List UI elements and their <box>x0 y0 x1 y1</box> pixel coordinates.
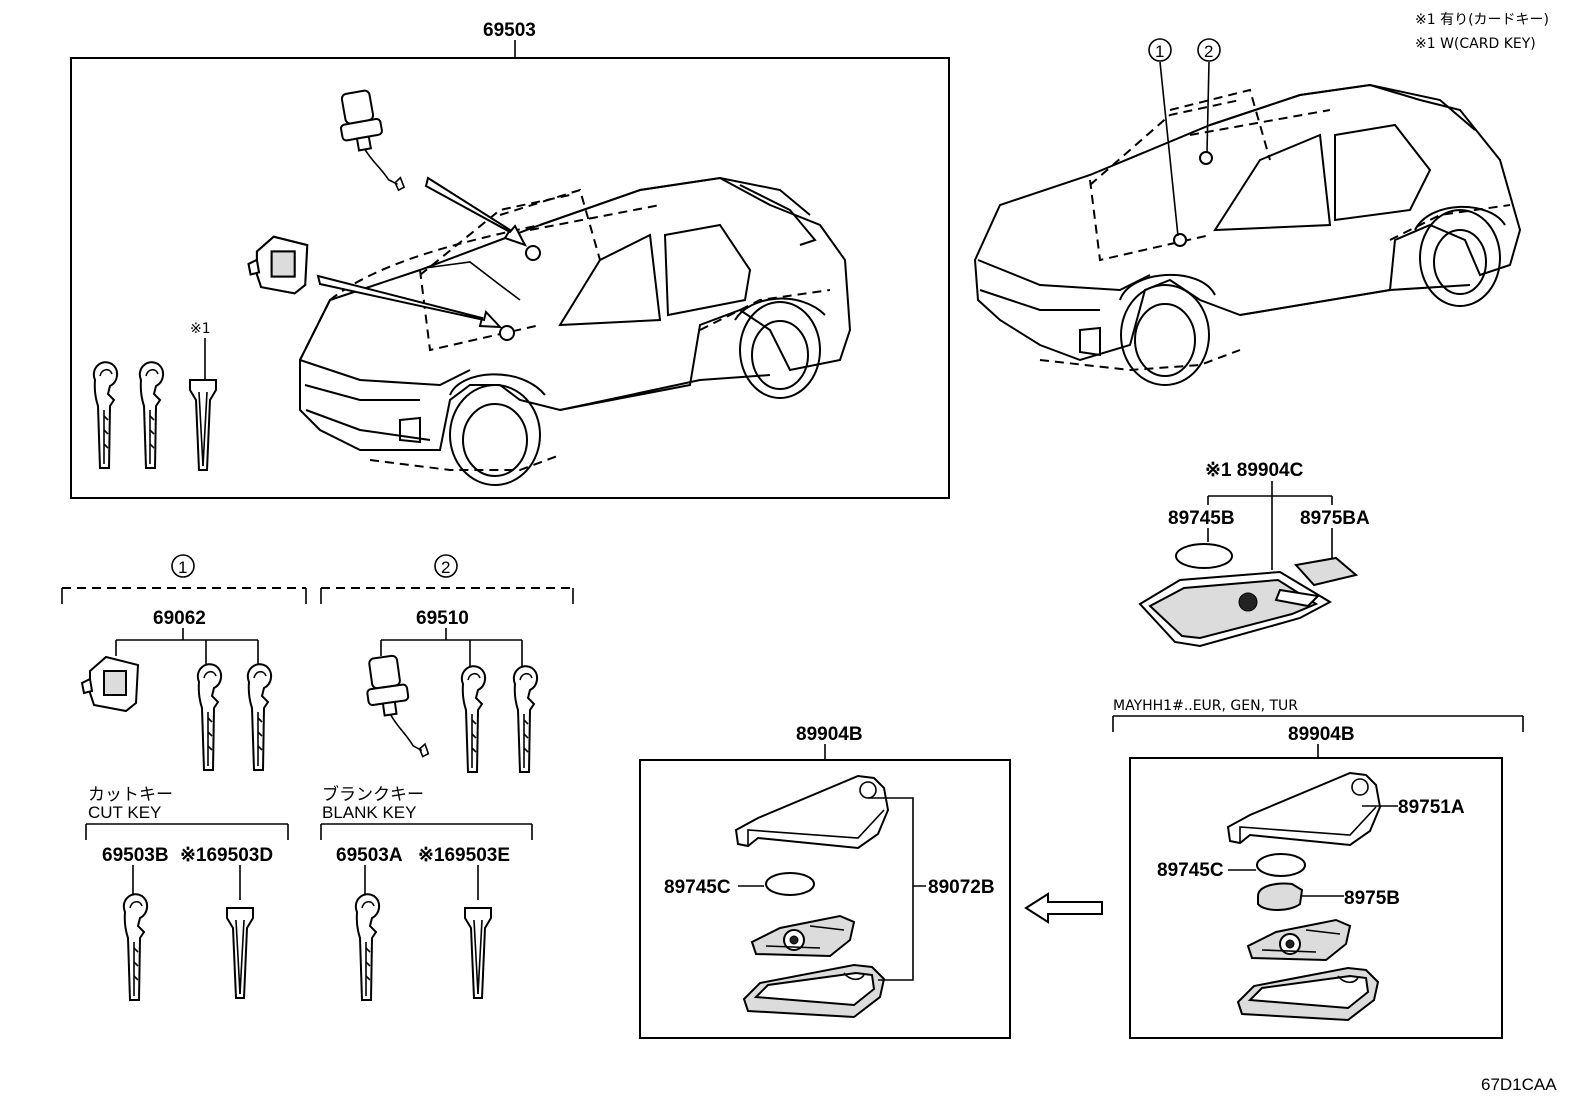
fob-right-number: 89904B <box>1288 724 1355 745</box>
card-key-blade <box>189 379 217 471</box>
note-en: ※1 W(CARD KEY) <box>1415 36 1536 52</box>
fob-left-battery <box>765 872 815 896</box>
fob-right-pad <box>1257 882 1304 911</box>
card-kit-battery: 89745B <box>1168 508 1235 529</box>
group2-key-b: ※169503E <box>418 845 510 866</box>
card-kit-cover: 8975BA <box>1300 508 1370 529</box>
fob-left-box <box>639 759 1011 1039</box>
group1-key-a: 69503B <box>102 845 169 866</box>
cut-key-en: CUT KEY <box>88 803 161 822</box>
diagram-code: 67D1CAA <box>1481 1075 1557 1094</box>
main-group-number: 69503 <box>483 20 536 41</box>
group2-key-blade-2 <box>512 665 539 773</box>
fob-left-case-label: 89072B <box>928 877 995 898</box>
arrow-ignition <box>424 176 528 247</box>
fob-right-battery <box>1256 853 1306 877</box>
right-car-drawing <box>973 83 1522 386</box>
group1-cylinder <box>81 656 139 712</box>
group2-blank-key-blade <box>354 893 381 1001</box>
blank-key-en: BLANK KEY <box>322 803 417 822</box>
main-car-drawing <box>299 176 852 486</box>
group2-card-blade <box>464 907 492 999</box>
arrow-door-lock <box>316 274 503 329</box>
group1-number: 69062 <box>153 608 206 629</box>
group2-key-a: 69503A <box>336 845 403 866</box>
card-key-drawing <box>1138 543 1359 648</box>
main-group-box <box>70 57 950 499</box>
fob-right-battery-label: 89745C <box>1157 860 1224 881</box>
fob-left-cover <box>735 775 889 849</box>
fob-right-cover-label: 89751A <box>1398 797 1465 818</box>
right-car-circle-1-label: 1 <box>1155 42 1164 61</box>
group2-ignition-switch <box>361 651 430 764</box>
ignition-switch-part <box>334 85 406 200</box>
fob-left-battery-label: 89745C <box>664 877 731 898</box>
fob-right-board <box>1247 919 1351 961</box>
fob-right-variant: MAYHH1#..EUR, GEN, TUR <box>1113 698 1298 714</box>
blank-key-jp: ブランクキー <box>322 784 424 804</box>
fob-arrow <box>1024 892 1103 924</box>
group1-key-blade-2 <box>246 663 273 771</box>
group2-key-blade-1 <box>460 665 487 773</box>
card-kit-number: ※1 89904C <box>1205 460 1304 481</box>
group1-circle-label: 1 <box>178 558 187 577</box>
key-blade-2 <box>138 361 165 469</box>
key-blade-1 <box>92 361 119 469</box>
door-lock-cylinder-part <box>247 235 309 295</box>
group1-key-blade-1 <box>196 663 223 771</box>
group1-card-blade <box>226 907 254 999</box>
right-car-circle-2-label: 2 <box>1204 42 1213 61</box>
group1-cut-key-blade <box>122 893 149 1001</box>
group1-key-b: ※169503D <box>180 845 273 866</box>
cut-key-jp: カットキー <box>88 785 173 804</box>
fob-left-bottom-case <box>743 964 885 1018</box>
fob-right-bottom-case <box>1237 967 1379 1021</box>
group2-circle-label: 2 <box>441 558 450 577</box>
group2-number: 69510 <box>416 608 469 629</box>
note-jp: ※1 有り(カードキー) <box>1415 12 1549 28</box>
main-card-note: ※1 <box>190 321 211 337</box>
fob-right-pad-label: 8975B <box>1344 888 1400 909</box>
fob-left-board <box>751 915 855 957</box>
fob-left-number: 89904B <box>796 724 863 745</box>
fob-right-box <box>1129 757 1503 1039</box>
fob-right-cover <box>1227 772 1381 846</box>
